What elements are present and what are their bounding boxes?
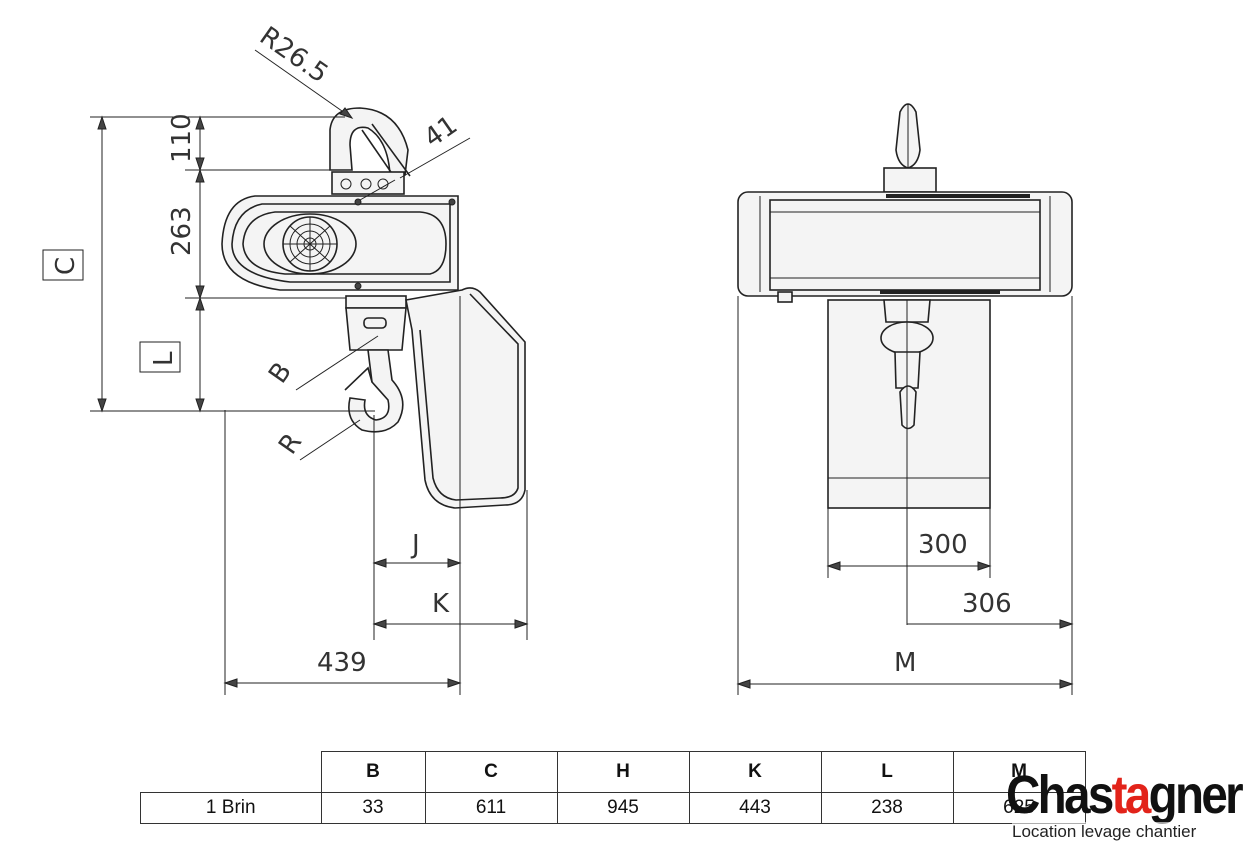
- table-header-row: B C H K L M: [140, 751, 1086, 793]
- cell-k: 443: [688, 792, 822, 824]
- dim-m-label: M: [894, 648, 916, 678]
- dim-k-label: K: [432, 589, 450, 619]
- header-l: L: [820, 751, 954, 793]
- header-k: K: [688, 751, 822, 793]
- dim-110-label: 110: [167, 113, 197, 163]
- dim-c-label: C: [51, 257, 81, 275]
- logo-tagline: Location levage chantier: [1012, 822, 1197, 842]
- cell-l: 238: [820, 792, 954, 824]
- cell-c: 611: [424, 792, 558, 824]
- l-box: [139, 341, 181, 373]
- header-b: B: [320, 751, 426, 793]
- dim-439-label: 439: [317, 648, 367, 678]
- dim-263-label: 263: [167, 206, 197, 256]
- logo-prefix: Chas: [1006, 765, 1114, 825]
- dim-300-label: 300: [918, 530, 968, 560]
- logo-suffix: gner: [1148, 765, 1244, 825]
- hook-width-label: 41: [419, 110, 463, 154]
- side-view: [221, 107, 528, 695]
- front-labels: 300 306 M: [894, 530, 1012, 678]
- dimension-table: B C H K L M 1 Brin 33 611 945 443 238 62…: [140, 751, 1086, 824]
- side-dimensions: [90, 49, 529, 688]
- front-dimensions: [736, 296, 1074, 695]
- table-row: 1 Brin 33 611 945 443 238 625: [140, 792, 1086, 824]
- dim-j-label: J: [410, 530, 420, 560]
- cell-h: 945: [556, 792, 690, 824]
- header-empty: [140, 751, 321, 793]
- cell-m: 625: [952, 792, 1086, 824]
- front-view: [737, 103, 1073, 625]
- dim-306-label: 306: [962, 589, 1012, 619]
- header-h: H: [556, 751, 690, 793]
- logo-accent: ta: [1111, 765, 1152, 825]
- row-label: 1 Brin: [140, 792, 322, 824]
- dim-b-label: B: [263, 357, 298, 389]
- cell-b: 33: [320, 792, 426, 824]
- header-c: C: [424, 751, 558, 793]
- dim-r-label: R: [273, 428, 308, 460]
- chastagner-logo: Chastagner Location levage chantier: [1006, 765, 1246, 842]
- logo-wordmark: Chastagner: [1006, 764, 1244, 826]
- dim-l-label: L: [149, 351, 179, 366]
- c-box: [42, 249, 84, 281]
- radius-label: R26.5: [254, 21, 333, 89]
